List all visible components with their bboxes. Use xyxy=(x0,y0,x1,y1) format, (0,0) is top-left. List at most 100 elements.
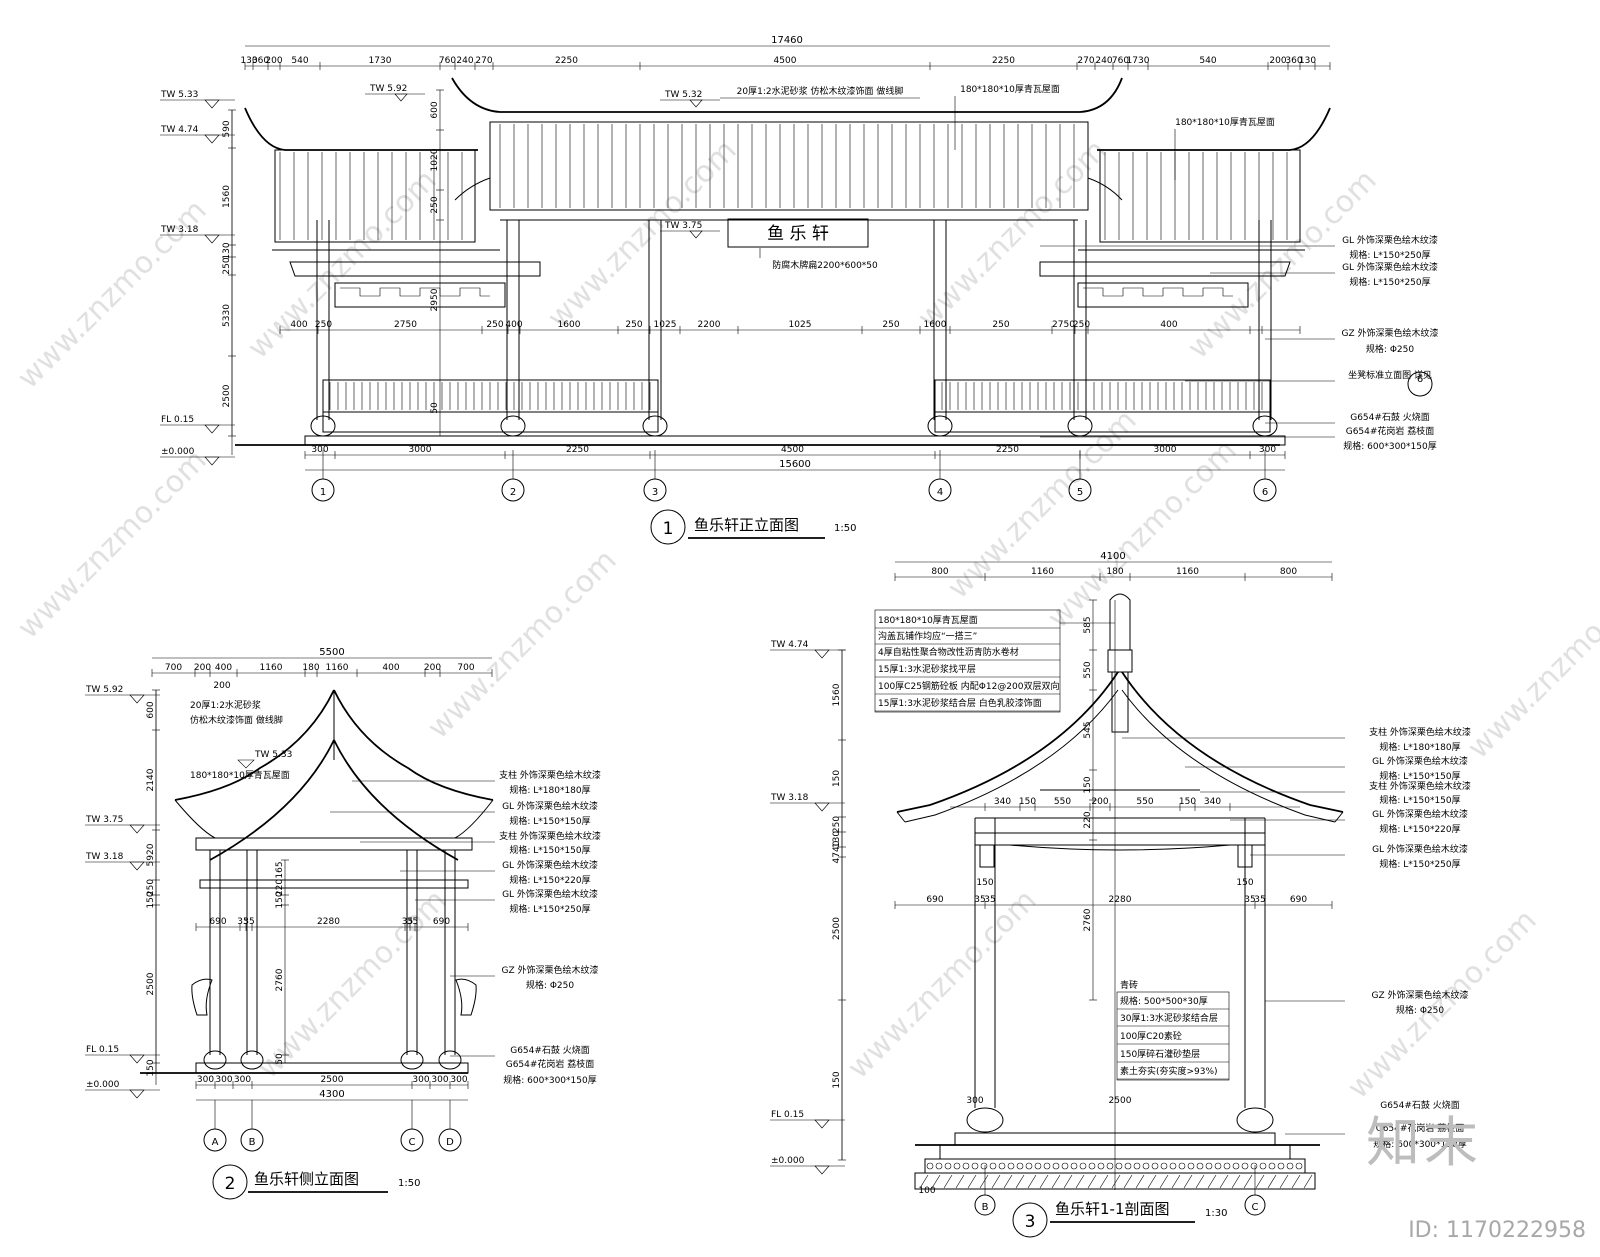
axis-bubble xyxy=(928,478,952,502)
level-marker xyxy=(204,424,220,434)
gravel-mark xyxy=(1295,1162,1303,1170)
axis-label: 3 xyxy=(652,487,658,498)
dim-total: 17460 xyxy=(771,35,803,46)
annotation-text: 青砖 xyxy=(1120,979,1138,991)
level-marker xyxy=(204,134,220,144)
dim-label: 700 xyxy=(165,663,182,673)
gravel-mark xyxy=(989,1162,997,1170)
hatch-line xyxy=(1051,1174,1061,1189)
annotation-text: 规格: Φ250 xyxy=(526,979,574,991)
dim-label: 300 xyxy=(450,1075,467,1085)
roof-eave xyxy=(174,799,494,839)
stone-drum xyxy=(240,1050,264,1070)
hatch-line xyxy=(1123,1174,1133,1189)
level-marker xyxy=(689,99,703,108)
level-label: TW 5.33 xyxy=(254,750,292,760)
dim-label: 400 xyxy=(382,663,399,673)
axis-bubble xyxy=(311,478,335,502)
dim-label: 2250 xyxy=(566,445,589,455)
drawing-title: 鱼乐轩1-1剖面图 xyxy=(1055,1200,1170,1218)
bracket-left xyxy=(191,978,213,1016)
dim-label: 250 xyxy=(1073,320,1090,330)
main-roof-eave xyxy=(454,121,1123,201)
gravel-mark xyxy=(953,1162,961,1170)
annotation-text: 防腐木牌扁2200*600*50 xyxy=(772,259,878,271)
dim-total: 15600 xyxy=(779,459,811,470)
gravel-mark xyxy=(944,1162,952,1170)
lattice-pattern xyxy=(1083,287,1233,297)
roof-layer-notes: 180*180*10厚青瓦屋面沟盖瓦铺作均应“一搭三”4厚自粘性聚合物改性沥青防… xyxy=(874,609,1115,713)
gravel-mark xyxy=(1043,1162,1051,1170)
dim-label: 690 xyxy=(209,917,226,927)
annotation-text: G654#石鼓 火烧面 xyxy=(510,1044,590,1056)
dim-total: 4100 xyxy=(1100,551,1125,562)
dim-label: 1025 xyxy=(789,320,812,330)
annotation-text: GL 外饰深栗色绘木纹漆 xyxy=(1372,843,1468,855)
dim-label: 250 xyxy=(430,196,440,213)
dim-label: 300 xyxy=(431,1075,448,1085)
annotation-text: 180*180*10厚青瓦屋面 xyxy=(960,83,1060,95)
drawing-scale: 1:30 xyxy=(1205,1208,1227,1219)
dim-label: 400 xyxy=(215,663,232,673)
bench-right xyxy=(934,379,1271,413)
watermark-url: www.znzmo.com xyxy=(1461,563,1600,766)
dim-label: 130 xyxy=(240,56,257,66)
hatch-line xyxy=(1087,1174,1097,1189)
dim-label: 760 xyxy=(1112,56,1129,66)
axis-label: C xyxy=(409,1137,416,1148)
annotation-text: 100厚C25钢筋砼板 内配Φ12@200双层双向 xyxy=(878,680,1060,692)
gravel-mark xyxy=(962,1162,970,1170)
level-label: ±0.000 xyxy=(161,447,195,457)
dim-label: 150 xyxy=(275,891,285,908)
main-roof-tiles xyxy=(489,121,1089,211)
annotation-text: 规格: L*150*250厚 xyxy=(1379,858,1460,870)
dim-label: 545 xyxy=(1083,721,1093,738)
hatch-line xyxy=(967,1174,977,1189)
dim-label: 2760 xyxy=(275,968,285,991)
dim-label: 1025 xyxy=(654,320,677,330)
dim-label: 400 xyxy=(290,320,307,330)
axis-label: D xyxy=(446,1137,454,1148)
dim-label: 300 xyxy=(215,1075,232,1085)
axis-label: B xyxy=(249,1137,256,1148)
dim-label: 2250 xyxy=(996,445,1019,455)
dim-label: 50 xyxy=(430,402,440,414)
dim-label: 180 xyxy=(1106,567,1123,577)
lattice-pattern xyxy=(340,287,490,297)
annotation-text: GL 外饰深栗色绘木纹漆 xyxy=(502,888,598,900)
gravel-mark xyxy=(1277,1162,1285,1170)
stone-drum xyxy=(400,1050,424,1070)
axis-bubble xyxy=(400,1128,424,1152)
gravel-mark xyxy=(1223,1162,1231,1170)
dim-label: 250 xyxy=(832,816,842,833)
dim-label: 150 xyxy=(1236,878,1253,888)
dim-label: 2140 xyxy=(146,768,156,791)
annotation-text: 规格: L*150*250厚 xyxy=(1349,249,1430,261)
main-roof-outline xyxy=(451,77,1123,113)
level-label: TW 4.74 xyxy=(160,125,199,135)
stone-drum xyxy=(966,1107,1004,1133)
drawing-scale: 1:50 xyxy=(834,523,856,534)
level-label: TW 3.18 xyxy=(85,852,124,862)
note-box xyxy=(874,609,1061,713)
hatch-line xyxy=(1027,1174,1037,1189)
gravel-mark xyxy=(980,1162,988,1170)
gravel-mark xyxy=(1241,1162,1249,1170)
hatch-line xyxy=(1039,1174,1049,1189)
dim-label: 360 xyxy=(1285,56,1302,66)
level-label: TW 3.18 xyxy=(160,225,199,235)
gravel-mark xyxy=(1088,1162,1096,1170)
bench-base-left xyxy=(322,411,659,433)
level-marker xyxy=(204,99,220,109)
dim-total: 4300 xyxy=(319,1089,344,1100)
dim-label: 585 xyxy=(1083,616,1093,633)
dim-label: 550 xyxy=(1136,797,1153,807)
axis-bubble xyxy=(1253,478,1277,502)
